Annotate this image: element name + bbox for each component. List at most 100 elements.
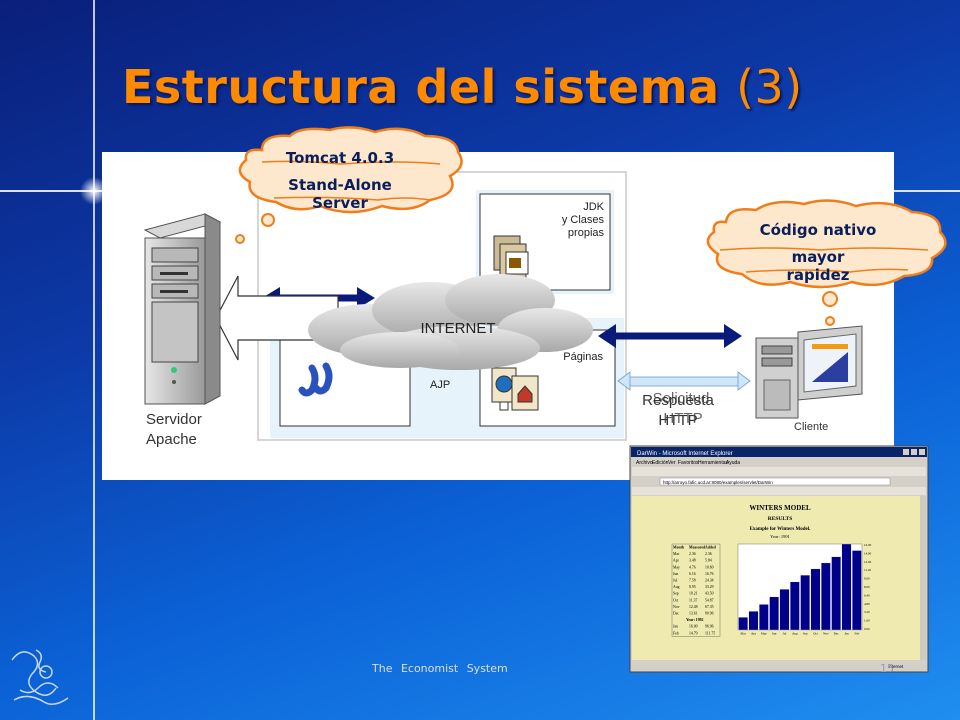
internet-client-arrow	[598, 324, 742, 348]
tomcat-thought-cloud: Tomcat 4.0.3 Stand-Alone Server	[235, 126, 463, 244]
table-cell: 7.58	[689, 579, 696, 583]
chart-y-tick-label: 12.00	[864, 560, 872, 564]
menu-item-ver[interactable]: Ver	[668, 460, 676, 466]
chart-y-tick-label: 3.20	[864, 610, 870, 614]
close-button[interactable]	[919, 449, 925, 455]
native-code-thought-cloud: Código nativo mayor rapidez	[706, 199, 947, 326]
browser-title: DarWin - Microsoft Internet Explorer	[637, 451, 733, 457]
table-cell: Feb	[673, 631, 679, 635]
table-cell: 16.76	[705, 572, 714, 576]
menu-item-archivo[interactable]: Archivo	[636, 460, 653, 466]
chart-bar	[769, 596, 779, 631]
table-cell: 24.34	[705, 579, 714, 583]
table-cell: 3.48	[689, 559, 696, 563]
table-cell: 2.36	[705, 552, 712, 556]
page-heading: WINTERS MODEL	[749, 504, 811, 512]
sparkle-icon	[80, 177, 108, 205]
table-cell: Jul	[673, 579, 677, 583]
jdk-propias-label: propias	[568, 227, 605, 239]
web-pages-icon	[491, 367, 539, 411]
decorative-vertical-line	[93, 0, 95, 720]
server-label: Server	[312, 194, 368, 212]
server-tower-icon	[143, 213, 222, 405]
tomcat-version-label: Tomcat 4.0.3	[286, 149, 394, 167]
table-cell: 67.35	[705, 605, 714, 609]
table-cell: 43.50	[705, 592, 714, 596]
year-label: Year: 1991	[770, 534, 790, 539]
table-cell: 111.75	[705, 631, 715, 635]
table-cell: Aug	[673, 585, 680, 589]
menu-item-favoritos[interactable]: Favoritos	[678, 460, 699, 466]
browser-toolbar	[632, 467, 926, 476]
menu-item-edicion[interactable]: Edición	[652, 460, 669, 466]
chart-x-tick-label: Jan	[844, 632, 849, 636]
chart-bar	[800, 574, 810, 631]
table-cell: 54.87	[705, 598, 714, 602]
chart-y-tick-label: 0.00	[864, 627, 870, 631]
table-cell: 10.60	[705, 565, 714, 569]
chart-bar	[852, 550, 862, 631]
table-year-row: Year: 1992	[686, 618, 703, 622]
browser-window: DarWin - Microsoft Internet Explorer Arc…	[629, 445, 929, 673]
table-cell: 6.16	[689, 572, 696, 576]
chart-bar	[810, 568, 821, 631]
solicitud-http-label: HTTP	[663, 410, 702, 427]
java-class-files-icon	[493, 235, 529, 279]
chart-y-tick-label: 9.60	[864, 577, 870, 581]
cliente-label: Cliente	[794, 421, 828, 433]
chart-x-tick-label: Oct	[813, 632, 818, 636]
menu-item-herramientas[interactable]: Herramientas	[698, 460, 729, 466]
stand-alone-label: Stand-Alone	[288, 176, 392, 194]
table-cell: 16.00	[689, 625, 698, 629]
table-cell: 10.21	[689, 592, 698, 596]
paginas-label: Páginas	[563, 351, 603, 363]
chart-x-tick-label: Jul	[783, 632, 787, 636]
table-cell: Mar	[673, 552, 680, 556]
table-cell: Dec	[673, 612, 679, 616]
servidor-label: Servidor	[146, 411, 202, 428]
slide-title-number: (3)	[736, 60, 803, 114]
table-cell: 80.96	[705, 612, 714, 616]
table-cell: Apr	[673, 559, 680, 563]
address-bar[interactable]	[659, 477, 891, 486]
table-cell: 4.76	[689, 565, 696, 569]
chart-bar	[779, 589, 790, 631]
table-cell: 13.61	[689, 612, 698, 616]
mayor-label: mayor	[792, 248, 845, 266]
table-cell: Sep	[673, 592, 679, 596]
status-bar	[631, 661, 927, 671]
chart-bar	[790, 581, 800, 631]
chart-y-tick-label: 16.00	[864, 543, 872, 547]
maximize-button[interactable]	[911, 449, 917, 455]
table-cell: 14.79	[689, 631, 698, 635]
menu-item-ayuda[interactable]: Ayuda	[726, 460, 740, 466]
table-cell: 12.48	[689, 605, 698, 609]
table-cell: 2.36	[689, 552, 696, 556]
internet-label: INTERNET	[421, 320, 496, 337]
jdk-clases-label: y Clases	[562, 214, 605, 226]
chart-bar	[841, 543, 852, 631]
table-cell: 5.84	[705, 559, 712, 563]
scrollbar[interactable]	[920, 496, 926, 660]
table-cell: 11.37	[689, 598, 698, 602]
ajp-label: AJP	[430, 379, 450, 391]
respuesta-http-label: HTTP	[658, 412, 697, 429]
jakarta-logo-icon	[298, 362, 333, 397]
table-header-cell: Month	[673, 546, 685, 550]
page-subtitle: Example for Winters Model.	[750, 527, 812, 532]
chart-x-tick-label: Nov	[823, 632, 829, 636]
codigo-nativo-label: Código nativo	[760, 221, 877, 239]
table-cell: May	[673, 565, 680, 569]
chart-x-tick-label: Sep	[803, 632, 808, 636]
table-cell: 8.95	[689, 585, 696, 589]
rapidez-label: rapidez	[786, 266, 849, 284]
chart-bar	[821, 562, 831, 631]
client-computer-icon	[755, 325, 863, 419]
table-cell: Nov	[673, 605, 680, 609]
chart-plot-area	[737, 543, 863, 631]
minimize-button[interactable]	[903, 449, 909, 455]
table-header-cell: Added	[705, 546, 717, 550]
address-text: http://arroyo.fafic.ucd.ar:8080/examples…	[663, 480, 773, 485]
